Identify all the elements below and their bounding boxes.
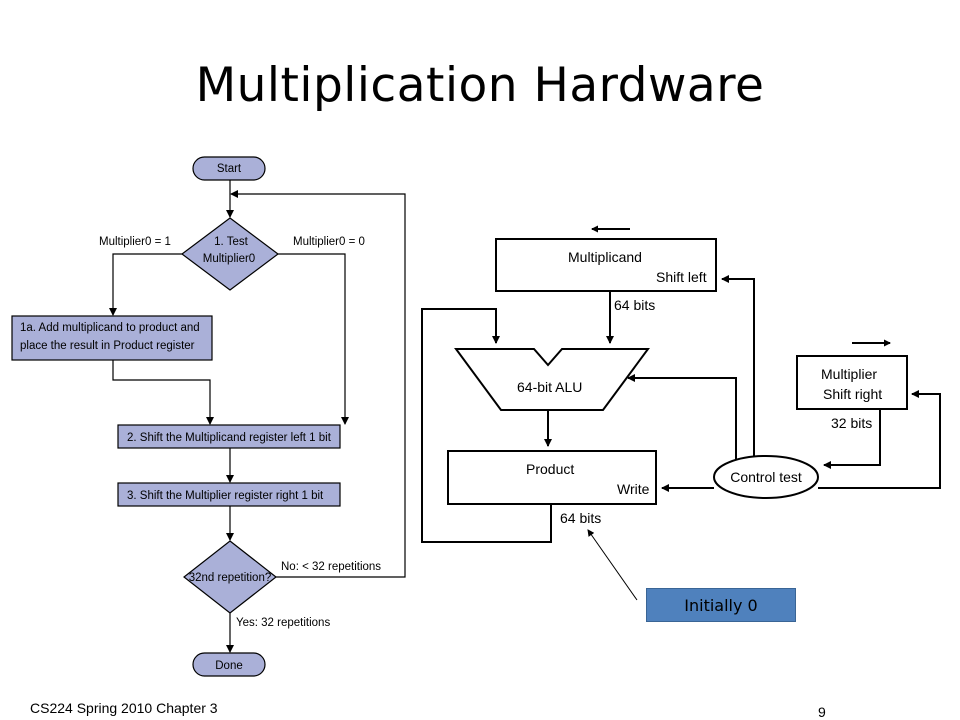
multiplier-register	[796, 355, 908, 410]
control-to-alu	[627, 374, 737, 460]
start-terminal	[192, 156, 266, 181]
multiplier-to-control	[823, 409, 881, 469]
test-label-line2: Multiplier0	[203, 253, 255, 265]
product-label: Product	[526, 461, 574, 477]
multiplicand-register	[495, 238, 717, 292]
alu-label: 64-bit ALU	[517, 379, 582, 395]
multiplier-label: Multiplier	[821, 366, 877, 382]
connector	[112, 360, 214, 425]
control-to-multiplier	[818, 390, 941, 489]
loop-back-connector	[230, 190, 406, 578]
flowchart-labels: Start 1. Test Multiplier0 Multiplier0 = …	[20, 163, 381, 672]
multiplicand-label: Multiplicand	[568, 249, 642, 265]
connector	[278, 253, 349, 425]
slide-title: Multiplication Hardware	[195, 58, 765, 113]
product-register	[447, 450, 657, 505]
multiplier-bits-label: 32 bits	[831, 415, 872, 431]
initially-zero-callout: Initially 0	[646, 588, 796, 622]
footer-course-label: CS224 Spring 2010 Chapter 3	[30, 700, 218, 716]
step-3-label: 3. Shift the Multiplier register right 1…	[127, 490, 324, 502]
flowchart	[11, 156, 406, 677]
multiplicand-bits-label: 64 bits	[614, 297, 655, 313]
done-label: Done	[215, 660, 243, 672]
shift-left-label: Shift left	[656, 269, 707, 285]
hardware-labels: Multiplicand Shift left 64 bits 64-bit A…	[517, 249, 882, 526]
repetition-label: 32nd repetition?	[189, 572, 271, 584]
test-label-line1: 1. Test	[214, 236, 248, 248]
product-bits-label: 64 bits	[560, 510, 601, 526]
product-feedback-to-alu	[421, 308, 552, 543]
step-2-label: 2. Shift the Multiplicand register left …	[127, 432, 332, 444]
page-number: 9	[818, 704, 826, 720]
step-1a-box	[11, 315, 213, 361]
control-test-label: Control test	[730, 469, 802, 485]
write-label: Write	[617, 481, 650, 497]
connector	[109, 253, 182, 316]
start-label: Start	[217, 163, 242, 175]
step-1a-line2: place the result in Product register	[20, 340, 195, 352]
branch-left-label: Multiplier0 = 1	[99, 236, 171, 248]
callout-pointer	[587, 529, 638, 601]
step-2-box	[117, 424, 341, 449]
hardware-diagram	[421, 225, 941, 601]
yes-branch-label: Yes: 32 repetitions	[236, 617, 330, 629]
branch-right-label: Multiplier0 = 0	[293, 236, 365, 248]
alu-shape	[454, 348, 650, 411]
shift-right-label: Shift right	[823, 386, 882, 402]
done-terminal	[192, 652, 266, 677]
step-1a-line1: 1a. Add multiplicand to product and	[20, 322, 200, 334]
step-3-box	[117, 482, 341, 507]
control-to-multiplicand	[721, 275, 755, 456]
test-decision	[181, 217, 279, 291]
no-branch-label: No: < 32 repetitions	[281, 561, 381, 573]
control-test-unit	[713, 455, 819, 499]
